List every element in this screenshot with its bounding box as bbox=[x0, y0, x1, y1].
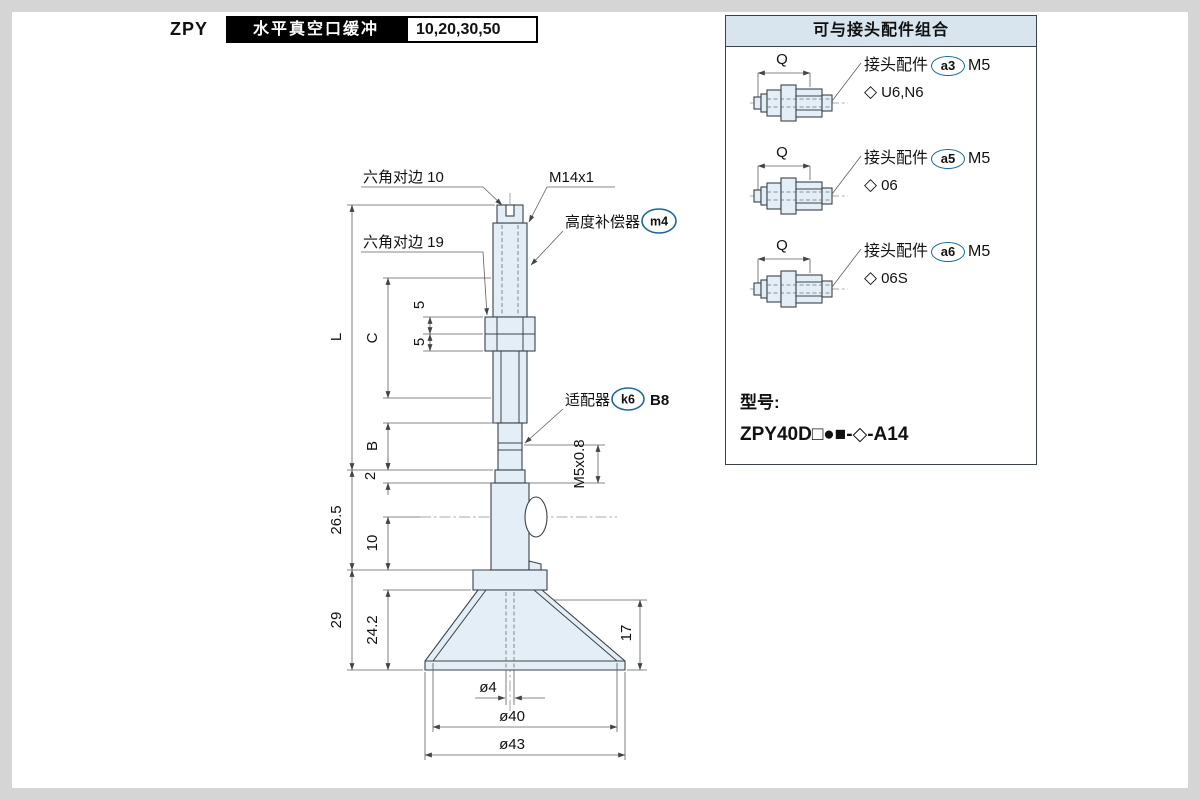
filled-circle-symbol: ● bbox=[823, 424, 835, 445]
q-dim-label: Q bbox=[776, 239, 788, 254]
tag-k6-oval bbox=[611, 387, 645, 411]
model-suffix: A14 bbox=[873, 424, 909, 445]
fitting-label: 接头配件 bbox=[864, 57, 929, 74]
series-label: ZPY bbox=[170, 19, 209, 39]
fitting-drawing-a3: Q bbox=[750, 53, 862, 122]
dim-C-label: C bbox=[364, 332, 381, 343]
dim-2-label: 2 bbox=[362, 472, 379, 480]
fitting-variant: 06 bbox=[881, 177, 898, 194]
tag-m4-oval bbox=[641, 208, 677, 234]
fitting-thread: M5 bbox=[968, 57, 991, 74]
diamond-symbol: ◇ bbox=[864, 82, 878, 101]
dim-5-bottom-label: 5 bbox=[411, 338, 428, 346]
callout-leaders bbox=[361, 186, 615, 444]
tag-m4-label: m4 bbox=[650, 215, 668, 229]
q-dim-label: Q bbox=[776, 146, 788, 161]
callout-thread-top: M14x1 bbox=[549, 169, 594, 186]
callout-adapter-code: B8 bbox=[650, 392, 669, 409]
filled-square-symbol: ■ bbox=[834, 424, 847, 445]
fitting-drawing-a6: Q bbox=[750, 239, 862, 308]
model-heading: 型号: bbox=[740, 393, 780, 412]
diamond-symbol: ◇ bbox=[864, 175, 878, 194]
dim-29-label: 29 bbox=[328, 612, 345, 629]
dim-dia4-label: ø4 bbox=[479, 679, 497, 696]
model-dash-2: - bbox=[867, 424, 874, 445]
model-dash-1: - bbox=[846, 424, 853, 445]
dim-5-top-label: 5 bbox=[411, 301, 428, 309]
callout-hex-flats-10: 六角对边 10 bbox=[363, 169, 444, 186]
dim-24-2-label: 24.2 bbox=[364, 615, 381, 644]
fitting-tag-a5: a5 bbox=[931, 149, 966, 169]
diamond-symbol: ◇ bbox=[852, 424, 868, 445]
callout-height-compensator: 高度补偿器 bbox=[565, 214, 640, 231]
open-square-symbol: □ bbox=[811, 424, 824, 445]
fitting-variant: 06S bbox=[881, 270, 908, 287]
extension-lines bbox=[347, 204, 647, 760]
dim-L-label: L bbox=[328, 333, 345, 341]
series-title-box: 水平真空口缓冲 bbox=[226, 16, 406, 43]
model-number: ZPY40D□●■-◇-A14 bbox=[740, 423, 1036, 446]
q-dim-label: Q bbox=[776, 53, 788, 68]
fitting-shape bbox=[753, 177, 833, 215]
dimension-lines bbox=[349, 204, 643, 758]
dim-26-5-label: 26.5 bbox=[328, 505, 345, 534]
dim-10-label: 10 bbox=[364, 535, 381, 552]
pad-technical-drawing: L C 5 5 B 2 26.5 10 29 24.2 17 ø4 ø40 ø4… bbox=[328, 169, 677, 760]
diamond-symbol: ◇ bbox=[864, 268, 878, 287]
dim-B-label: B bbox=[364, 441, 381, 451]
fitting-label: 接头配件 bbox=[864, 150, 929, 167]
fitting-variant: U6,N6 bbox=[881, 84, 924, 101]
fitting-tag-a3: a3 bbox=[931, 56, 966, 76]
fitting-thread: M5 bbox=[968, 150, 991, 167]
fitting-drawing-a5: Q bbox=[750, 146, 862, 215]
pad-assembly-outline bbox=[424, 204, 626, 671]
tag-k6-label: k6 bbox=[621, 393, 635, 407]
fitting-shape bbox=[753, 84, 833, 122]
dim-17-label: 17 bbox=[618, 625, 635, 642]
callout-thread-bottom: M5x0.8 bbox=[571, 439, 588, 488]
series-sizes-box: 10,20,30,50 bbox=[406, 16, 538, 43]
suction-cup-cone bbox=[424, 589, 626, 671]
fitting-label: 接头配件 bbox=[864, 243, 929, 260]
vacuum-port-ellipse bbox=[524, 496, 548, 538]
callout-adapter: 适配器 bbox=[565, 392, 610, 409]
callout-hex-flats-19: 六角对边 19 bbox=[363, 234, 444, 251]
fitting-shape bbox=[753, 270, 833, 308]
fitting-tag-a6: a6 bbox=[931, 242, 966, 262]
panel-title: 可与接头配件组合 bbox=[726, 16, 1036, 47]
dim-dia40-label: ø40 bbox=[499, 708, 525, 725]
dim-dia43-label: ø43 bbox=[499, 736, 525, 753]
fitting-thread: M5 bbox=[968, 243, 991, 260]
model-prefix: ZPY40D bbox=[740, 424, 812, 445]
